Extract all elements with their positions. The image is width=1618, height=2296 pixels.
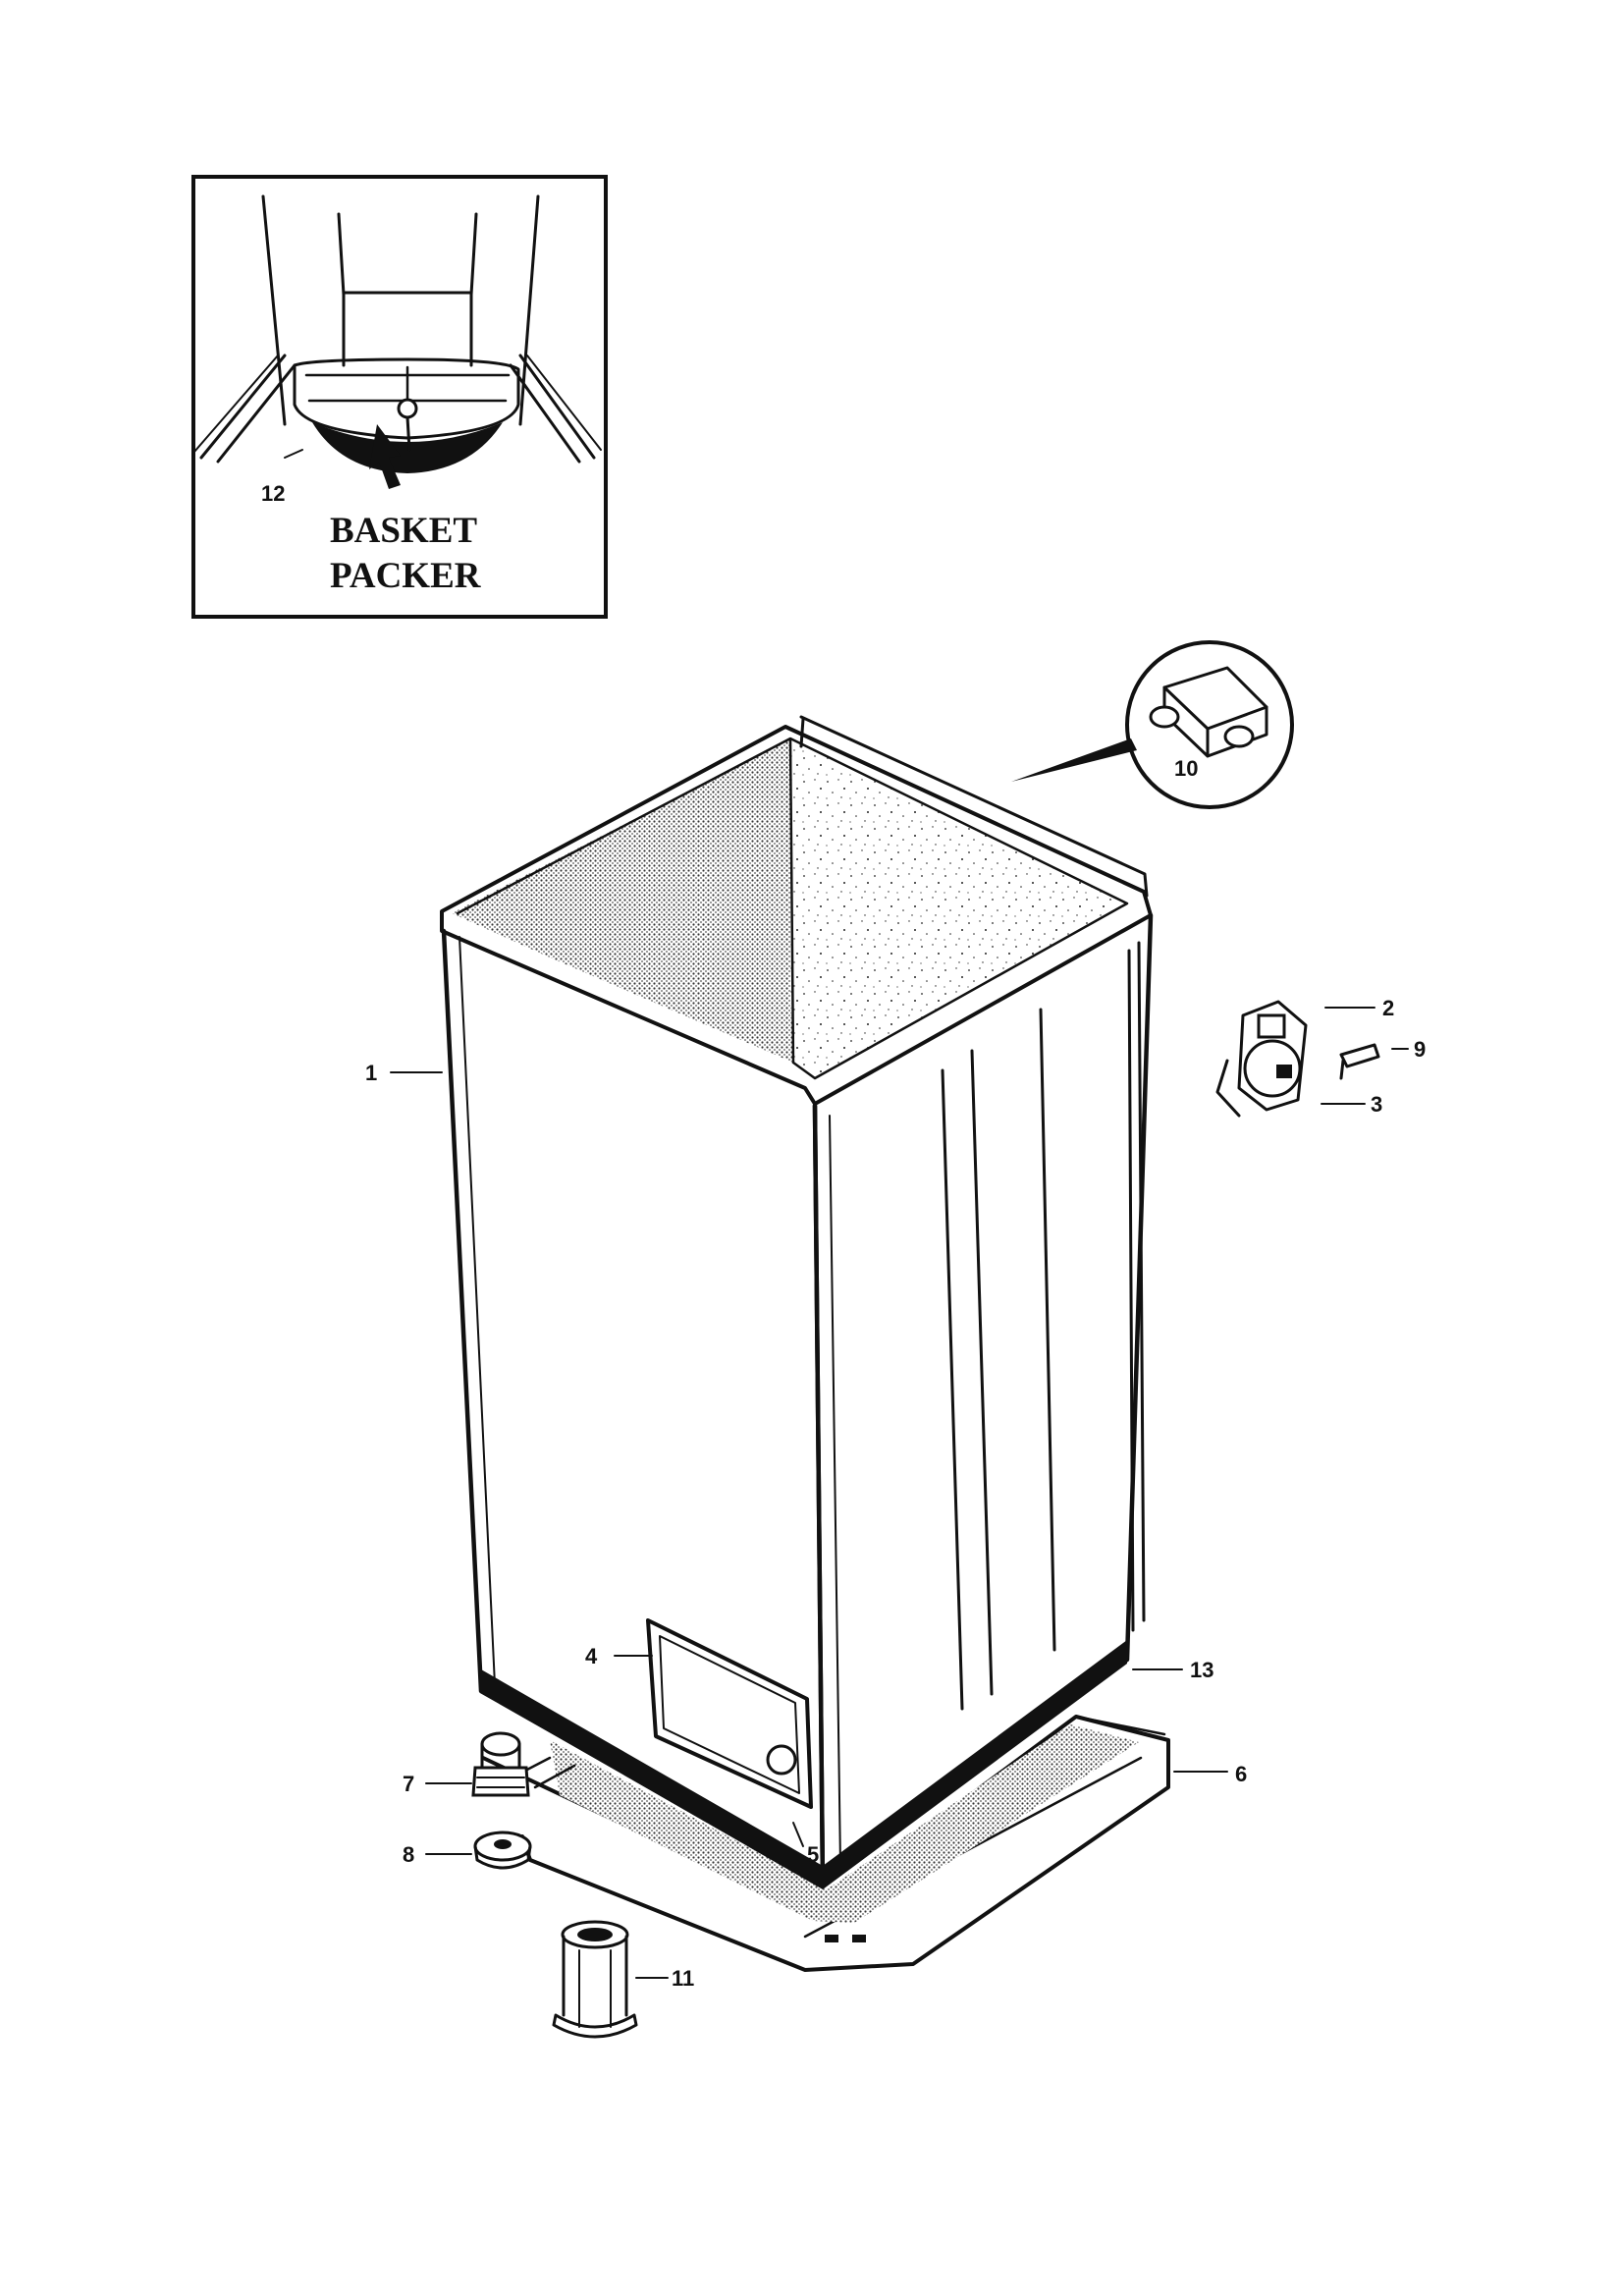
part-number-13: 13 xyxy=(1190,1658,1214,1682)
part-number-1: 1 xyxy=(365,1061,377,1085)
part-10-detail: 10 xyxy=(1011,640,1294,809)
part-number-9: 9 xyxy=(1414,1037,1426,1062)
latch-assembly xyxy=(1215,1000,1409,1118)
leg-sleeve xyxy=(552,1920,638,2039)
base-tray xyxy=(481,1715,1170,1972)
rubber-foot xyxy=(473,1831,532,1870)
leveling-leg xyxy=(471,1731,530,1797)
part-number-8: 8 xyxy=(403,1842,414,1867)
part-number-7: 7 xyxy=(403,1772,414,1796)
part-number-5: 5 xyxy=(807,1842,819,1867)
cabinet xyxy=(440,715,1154,1889)
part-number-12: 12 xyxy=(261,481,285,506)
part-number-2: 2 xyxy=(1382,996,1394,1020)
basket-packer-inset: 12 BASKET PACKER xyxy=(191,175,608,619)
part-number-3: 3 xyxy=(1371,1092,1382,1117)
basket-packer-caption-line1: BASKET xyxy=(330,511,477,551)
leader-lines xyxy=(390,1071,1228,1979)
part-number-4: 4 xyxy=(585,1644,598,1668)
basket-packer-caption-line2: PACKER xyxy=(330,556,482,596)
part-number-6: 6 xyxy=(1235,1762,1247,1786)
part-number-11: 11 xyxy=(672,1966,694,1991)
part-number-10: 10 xyxy=(1174,756,1198,781)
